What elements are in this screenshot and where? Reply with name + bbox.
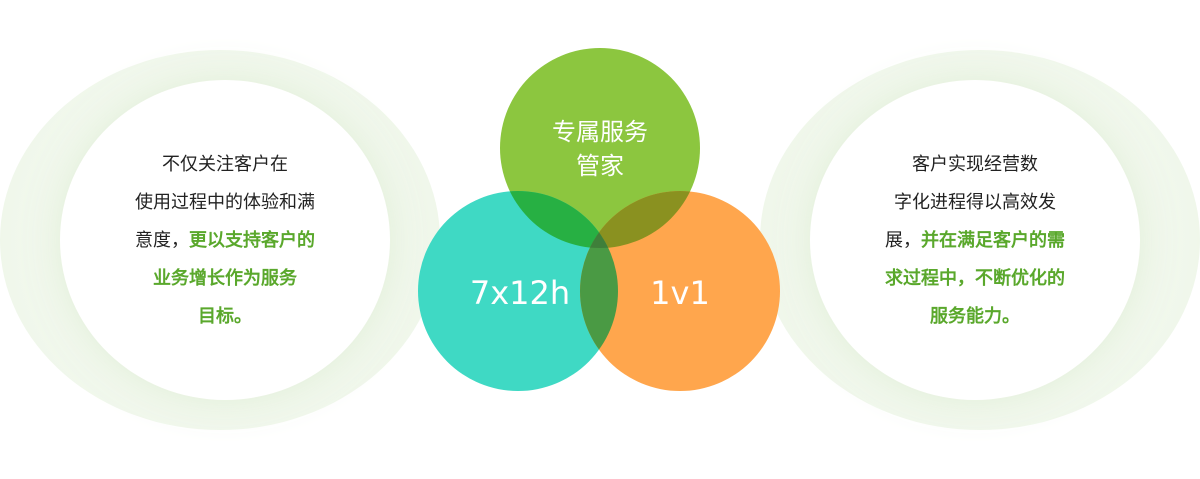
right-halo-inner xyxy=(810,80,1140,400)
right-line-2: 字化进程得以高效发 xyxy=(894,192,1056,213)
right-line-1: 客户实现经营数 xyxy=(912,154,1038,175)
right-line-3-plain: 展， xyxy=(885,230,921,251)
venn-right-label: 1v1 xyxy=(650,274,710,312)
left-line-2: 使用过程中的体验和满 xyxy=(135,192,315,213)
venn-top-label-line2: 管家 xyxy=(576,152,624,180)
left-line-4: 业务增长作为服务 xyxy=(153,268,297,289)
right-line-3-highlight: 并在满足客户的需 xyxy=(921,230,1065,251)
left-line-5: 目标。 xyxy=(198,306,252,327)
venn-overlap-top-right xyxy=(580,191,700,248)
venn-overlap-top-left xyxy=(500,191,618,248)
left-line-3-highlight: 更以支持客户的 xyxy=(189,230,315,251)
left-line-3: 意度，更以支持客户的 xyxy=(100,222,350,260)
venn-svg: 专属服务 管家 7x12h 1v1 xyxy=(418,48,780,391)
venn-top-label-line1: 专属服务 xyxy=(552,118,648,146)
venn-left-label: 7x12h xyxy=(470,274,570,312)
venn-diagram: 专属服务 管家 7x12h 1v1 xyxy=(418,46,782,396)
right-description: 客户实现经营数 字化进程得以高效发 展，并在满足客户的需 求过程中，不断优化的 … xyxy=(850,146,1100,336)
left-line-3-plain: 意度， xyxy=(135,230,189,251)
left-line-1: 不仅关注客户在 xyxy=(162,154,288,175)
right-line-3: 展，并在满足客户的需 xyxy=(850,222,1100,260)
left-description: 不仅关注客户在 使用过程中的体验和满 意度，更以支持客户的 业务增长作为服务 目… xyxy=(100,146,350,336)
right-line-4: 求过程中，不断优化的 xyxy=(885,268,1065,289)
right-line-5: 服务能力。 xyxy=(930,306,1020,327)
left-halo-inner xyxy=(60,80,390,400)
